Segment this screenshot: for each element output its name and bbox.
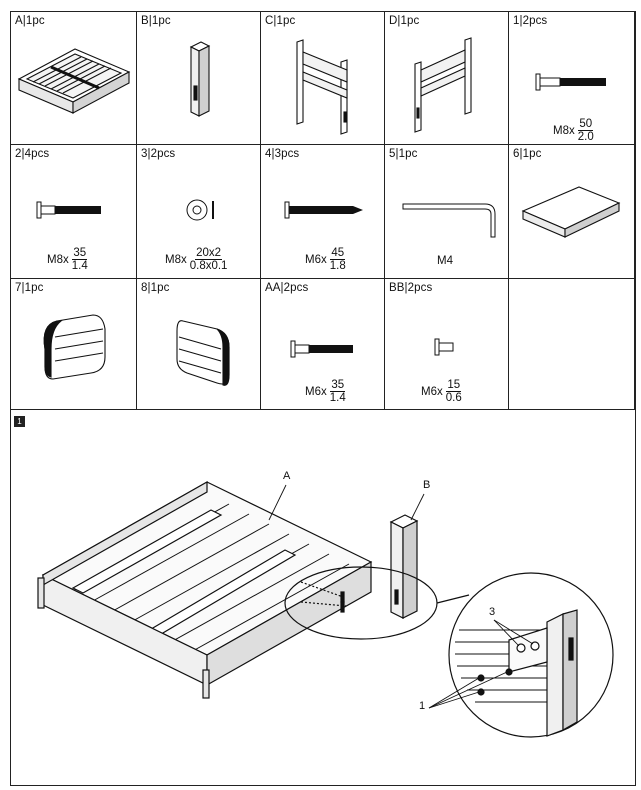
short-bolt-icon	[434, 338, 454, 356]
bolt-icon	[290, 340, 353, 358]
cushion-right-illustration	[176, 320, 230, 386]
part-label: 6|1pc	[513, 148, 542, 160]
part-cell-a: A|1pc	[11, 12, 137, 145]
part-label: B|1pc	[141, 15, 171, 27]
part-label: C|1pc	[265, 15, 296, 27]
cushion-left-illustration	[43, 314, 106, 380]
part-cell-empty	[509, 279, 635, 410]
part-cell-d: D|1pc	[385, 12, 509, 145]
assembly-illustration	[37, 480, 614, 738]
part-cell-b: B|1pc	[137, 12, 261, 145]
part-label: 4|3pcs	[265, 148, 300, 160]
part-label: 2|4pcs	[15, 148, 50, 160]
part-label: A|1pc	[15, 15, 45, 27]
part-label: AA|2pcs	[265, 282, 309, 294]
wood-screw-icon	[284, 201, 363, 219]
bolt-icon	[36, 201, 101, 219]
part-cell-5: 5|1pc M4	[385, 145, 509, 279]
part-label: 7|1pc	[15, 282, 44, 294]
part-label: 8|1pc	[141, 282, 170, 294]
long-bolt-icon	[535, 73, 606, 91]
callout-3: 3	[489, 606, 496, 618]
part-label: 3|2pcs	[141, 148, 176, 160]
allen-key-icon	[402, 203, 496, 238]
callout-a: A	[283, 470, 291, 482]
headboard-illustration	[296, 39, 348, 135]
part-label: 5|1pc	[389, 148, 418, 160]
instruction-sheet: A|1pc B|1pc	[10, 11, 636, 786]
step-number: 1	[14, 416, 25, 427]
parts-list: A|1pc B|1pc	[11, 12, 635, 410]
footboard-illustration	[414, 37, 472, 133]
callout-1: 1	[419, 700, 426, 712]
part-cell-7: 7|1pc	[11, 279, 137, 410]
part-label: D|1pc	[389, 15, 420, 27]
bed-frame-illustration	[17, 48, 131, 114]
part-cell-8: 8|1pc	[137, 279, 261, 410]
washer-icon	[186, 199, 214, 221]
part-cell-c: C|1pc	[261, 12, 385, 145]
post-illustration	[189, 41, 211, 117]
callout-b: B	[423, 479, 431, 491]
assembly-step: 1	[11, 410, 635, 785]
part-label: 1|2pcs	[513, 15, 548, 27]
part-cell-6: 6|1pc	[509, 145, 635, 279]
part-label: BB|2pcs	[389, 282, 433, 294]
part-spec: M4	[437, 255, 453, 267]
panel-illustration	[521, 186, 621, 238]
